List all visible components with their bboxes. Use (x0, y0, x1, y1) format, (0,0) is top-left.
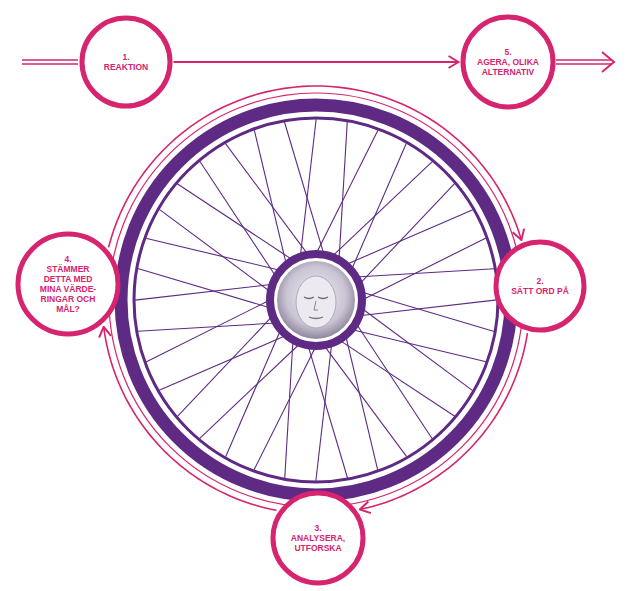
spoke (300, 119, 316, 257)
spoke (316, 343, 332, 481)
spoke (177, 184, 293, 260)
spoke (359, 184, 454, 285)
step-number: 5. (504, 47, 511, 57)
face-eyes (304, 297, 328, 299)
spoke (284, 122, 324, 255)
spoke (316, 130, 378, 254)
spoke (356, 269, 494, 277)
spoke (146, 238, 281, 270)
step-label: REAKTION (104, 62, 148, 72)
wheel-rim (134, 118, 498, 482)
spoke (346, 335, 378, 470)
step-circle: 5.AGERA, OLIKA ALTERNATIV (460, 14, 556, 110)
spoke (200, 343, 301, 438)
spoke (177, 316, 272, 417)
spoke (332, 161, 433, 256)
spoke (200, 161, 276, 277)
spoke (339, 340, 455, 416)
spoke (346, 210, 473, 265)
face-nose (314, 301, 318, 310)
wheel-hub (270, 254, 362, 346)
spoke (356, 323, 432, 439)
spoke (362, 238, 486, 300)
spoke (359, 300, 497, 316)
lead-line (556, 59, 612, 61)
spoke (226, 330, 281, 457)
wheel-rim (121, 105, 511, 495)
cycle-arrow (104, 327, 277, 511)
spoke (351, 330, 486, 362)
spoke (146, 300, 270, 362)
spoke (351, 143, 406, 270)
spoke (285, 340, 293, 478)
step-label: ANALYSERA, UTFORSKA (283, 533, 353, 553)
flow-arrow (174, 61, 459, 63)
step-number: 3. (314, 523, 321, 533)
step-label: AGERA, OLIKA ALTERNATIV (473, 57, 543, 77)
face-picture (277, 261, 355, 339)
cycle-arrow (109, 86, 522, 247)
spoke (138, 268, 271, 308)
step-circle: 4.STÄMMER DETTA MED MINA VÄRDE-RINGAR OC… (15, 231, 121, 337)
step-circle: 3.ANALYSERA, UTFORSKA (270, 490, 366, 586)
lead-line (22, 63, 78, 65)
spoke (308, 345, 348, 478)
step-number: 1. (122, 52, 129, 62)
cycle-arrow (360, 333, 528, 509)
step-number: 2. (536, 276, 543, 286)
spoke (254, 346, 316, 470)
spoke (361, 292, 494, 332)
face-mouth (309, 317, 323, 319)
step-label: STÄMMER DETTA MED MINA VÄRDE-RINGAR OCH … (36, 264, 100, 314)
spoke (138, 323, 276, 331)
lead-line (22, 59, 78, 61)
arrow-head (602, 52, 614, 72)
pink-ring (109, 93, 523, 507)
lead-line (556, 63, 612, 65)
spoke (159, 209, 270, 292)
step-label: SÄTT ORD PÅ (511, 286, 569, 296)
spoke (159, 335, 286, 390)
step-circle: 2.SÄTT ORD PÅ (493, 239, 587, 333)
spoke (339, 122, 347, 260)
step-circle: 1.REAKTION (79, 15, 173, 109)
face-picture (296, 276, 336, 328)
wheel-spokes (135, 119, 497, 481)
spoke (135, 284, 273, 300)
step-number: 4. (64, 254, 71, 264)
spoke (254, 130, 286, 265)
